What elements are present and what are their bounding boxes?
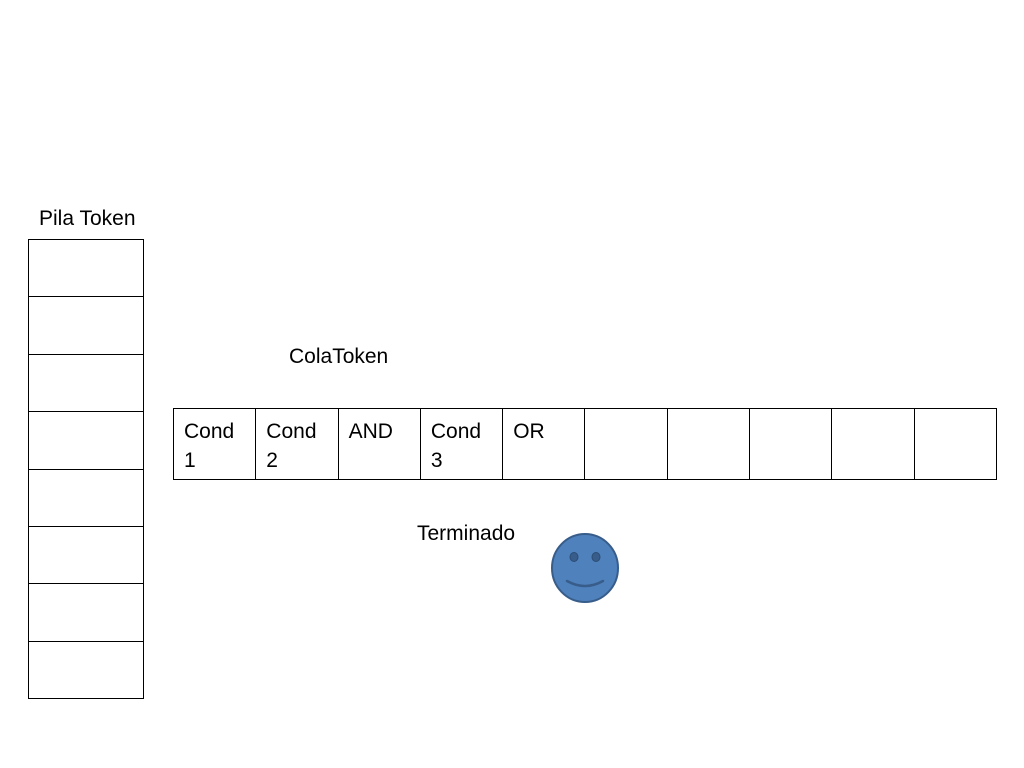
stack-title: Pila Token	[39, 207, 136, 230]
stack-cell	[29, 470, 143, 527]
stack-cell	[29, 642, 143, 698]
queue-cell: AND	[339, 409, 421, 479]
queue-cell: OR	[503, 409, 586, 479]
stack-cell	[29, 240, 143, 298]
smiley-face-icon	[551, 533, 619, 603]
token-queue: Cond 1 Cond 2 AND Cond 3 OR	[173, 408, 997, 480]
queue-cell	[585, 409, 668, 479]
status-label: Terminado	[417, 522, 516, 545]
stack-cell	[29, 412, 143, 470]
token-stack	[28, 239, 144, 699]
queue-cell: Cond 2	[256, 409, 339, 479]
queue-cell	[668, 409, 751, 479]
queue-cell	[915, 409, 996, 479]
stack-cell	[29, 584, 143, 642]
stack-cell	[29, 355, 143, 413]
stack-cell	[29, 297, 143, 355]
queue-cell: Cond 3	[421, 409, 504, 479]
queue-cell	[832, 409, 915, 479]
stack-cell	[29, 527, 143, 585]
queue-cell: Cond 1	[174, 409, 257, 479]
queue-title: ColaToken	[289, 345, 389, 368]
queue-cell	[750, 409, 833, 479]
